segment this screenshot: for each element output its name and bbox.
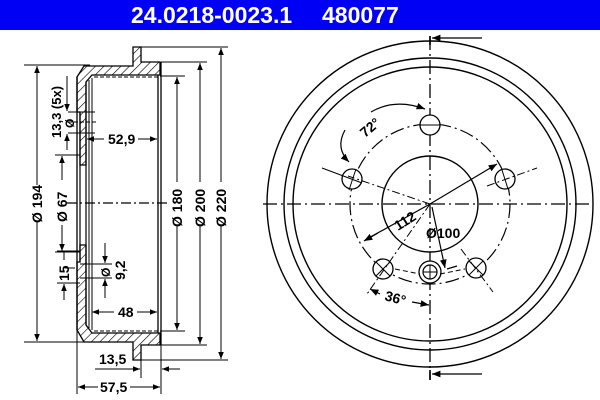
dim-52-9: 52,9 [108, 131, 135, 147]
dim-d194: Ø 194 [29, 185, 45, 223]
locating-hole-bottom [418, 260, 442, 284]
dim-d100: Ø100 [426, 225, 460, 241]
part-number: 24.0218-0023.1 [131, 2, 293, 28]
dim-d200: Ø 200 [192, 189, 208, 227]
bolt-hole-lower-left [372, 258, 394, 280]
dim-15: 15 [56, 265, 72, 281]
bolt-hole-top [419, 114, 441, 136]
dim-hole-symbol: Ø [63, 119, 77, 128]
dim-48: 48 [118, 304, 134, 320]
bolt-hole-left [321, 167, 363, 191]
dim-angle-36: 36° [383, 287, 408, 308]
drum-section-bottom [76, 244, 161, 361]
dim-13-5: 13,5 [99, 351, 126, 367]
bolt-hole-lower-right [465, 257, 487, 279]
dim-angle-72: 72° [357, 114, 384, 140]
dim-small-hole-symbol: Ø [99, 268, 113, 277]
part-number-banner: 24.0218-0023.1 480077 [0, 0, 600, 30]
dim-57-5: 57,5 [100, 379, 127, 395]
bolt-hole-right [486, 167, 538, 190]
front-view: 72° 112 Ø100 36° [263, 34, 594, 380]
alt-part-number: 480077 [322, 2, 399, 28]
dim-d67: Ø 67 [54, 191, 70, 222]
section-view: Ø 194 Ø 67 13,3 (5x) Ø 52,9 15 Ø 9,2 [24, 46, 229, 395]
dim-d220: Ø 220 [213, 189, 229, 227]
dim-d180: Ø 180 [169, 189, 185, 227]
dim-9-2: 9,2 [112, 260, 128, 280]
dim-hole-13-3: 13,3 (5x) [49, 86, 64, 138]
dim-radius-112: 112 [391, 208, 419, 234]
